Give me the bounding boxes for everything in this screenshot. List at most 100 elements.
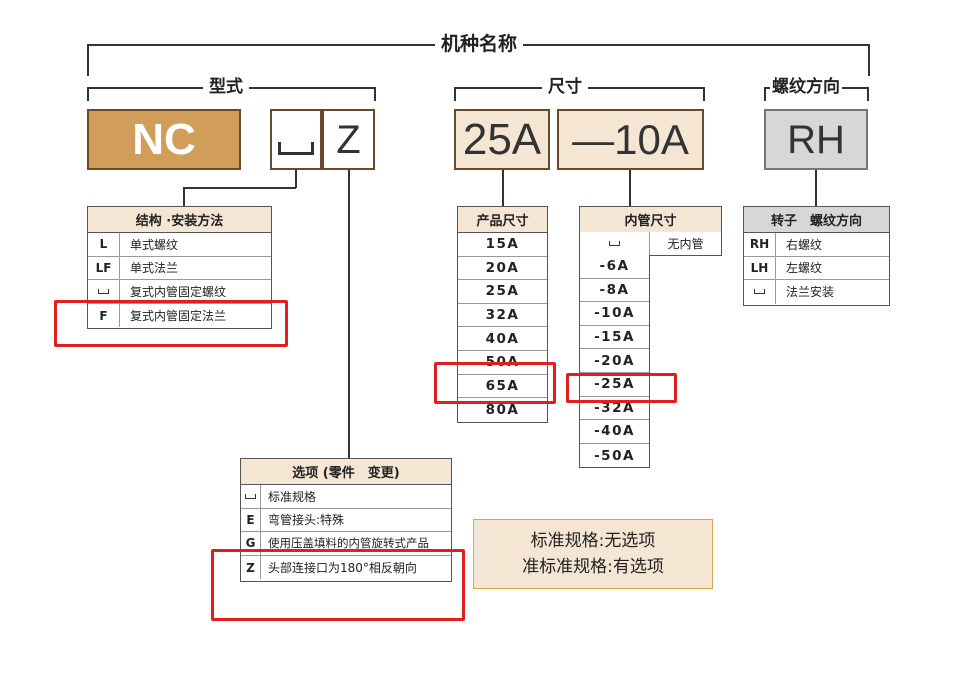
inner-pipe-values: -6A -8A -10A -15A -20A -25A -32A -40A -5… bbox=[579, 255, 650, 469]
options-table: 选项 (零件 变更) 标准规格 E 弯管接头:特殊 G 使用压盖填料的内管旋转式… bbox=[240, 458, 452, 582]
list-item: 32A bbox=[458, 304, 547, 328]
table-row: 复式内管固定螺纹 bbox=[88, 280, 271, 304]
row-code: L bbox=[88, 233, 120, 256]
list-item: -32A bbox=[580, 397, 649, 421]
row-desc: 单式螺纹 bbox=[130, 237, 179, 252]
connector-z-options bbox=[348, 170, 350, 459]
blank-space-icon bbox=[98, 288, 109, 294]
row-desc: 左螺纹 bbox=[786, 261, 823, 276]
list-item: -10A bbox=[580, 302, 649, 326]
list-item: -6A bbox=[580, 255, 649, 279]
rotor-thread-table: 转子 螺纹方向 RH 右螺纹 LH 左螺纹 法兰安装 bbox=[743, 206, 890, 306]
row-desc: 单式法兰 bbox=[130, 261, 179, 276]
list-item: 15A bbox=[458, 233, 547, 257]
blank-space-icon bbox=[754, 289, 765, 295]
row-code: E bbox=[241, 508, 261, 532]
rotor-thread-header: 转子 螺纹方向 bbox=[744, 207, 889, 233]
row-code: RH bbox=[744, 233, 776, 256]
table-row: F 复式内管固定法兰 bbox=[88, 303, 271, 328]
list-item: -20A bbox=[580, 349, 649, 373]
list-item: -8A bbox=[580, 279, 649, 303]
type-bracket-left-tick bbox=[87, 87, 89, 101]
row-desc: 头部连接口为180°相反朝向 bbox=[268, 561, 417, 576]
type-group-title: 型式 bbox=[203, 77, 249, 97]
highlight-inner-25a bbox=[566, 373, 677, 403]
row-desc: 复式内管固定法兰 bbox=[130, 309, 227, 324]
inner-pipe-header: 内管尺寸 bbox=[579, 206, 722, 233]
row-code: Z bbox=[241, 555, 261, 580]
list-item: 65A bbox=[458, 375, 547, 399]
table-row: 标准规格 bbox=[241, 485, 451, 509]
row-desc: 无内管 bbox=[667, 237, 704, 251]
code-box-rh: RH bbox=[764, 109, 868, 170]
code-z-text: Z bbox=[336, 117, 361, 162]
code-box-nc: NC bbox=[87, 109, 241, 170]
size-group-title: 尺寸 bbox=[542, 77, 588, 97]
row-code: G bbox=[241, 532, 261, 555]
highlight-option-z bbox=[211, 549, 465, 621]
connector-10a-inner bbox=[629, 170, 631, 207]
product-size-table: 产品尺寸 15A 20A 25A 32A 40A 50A 65A 80A bbox=[457, 206, 548, 423]
row-desc: 弯管接头:特殊 bbox=[268, 513, 345, 528]
table-row: L 单式螺纹 bbox=[88, 233, 271, 257]
list-item: -15A bbox=[580, 326, 649, 350]
blank-space-icon bbox=[245, 493, 256, 499]
row-code bbox=[88, 280, 120, 303]
connector-rh-rotor bbox=[815, 170, 817, 207]
model-name-title: 机种名称 bbox=[435, 34, 524, 54]
table-row: Z 头部连接口为180°相反朝向 bbox=[241, 555, 451, 580]
row-code: F bbox=[88, 303, 120, 328]
connector-blank-structure-v2 bbox=[183, 187, 185, 207]
row-code bbox=[580, 232, 650, 255]
inner-pipe-table: 内管尺寸 无内管 -6A -8A -10A -15A -20A -25A -32… bbox=[579, 206, 722, 471]
note-line-standard: 标准规格:无选项 bbox=[530, 531, 656, 551]
row-desc: 复式内管固定螺纹 bbox=[130, 284, 227, 299]
top-bracket-left-tick bbox=[87, 44, 89, 76]
size-bracket-left-tick bbox=[454, 87, 456, 101]
list-item: 25A bbox=[458, 280, 547, 304]
table-row: G 使用压盖填料的内管旋转式产品 bbox=[241, 532, 451, 556]
row-code bbox=[241, 485, 261, 508]
row-desc: 使用压盖填料的内管旋转式产品 bbox=[268, 536, 429, 551]
highlight-structure-f bbox=[54, 300, 288, 347]
thread-bracket-right-tick bbox=[867, 87, 869, 101]
row-code: LH bbox=[744, 256, 776, 280]
list-item: -40A bbox=[580, 420, 649, 444]
blank-space-icon bbox=[278, 142, 314, 155]
row-desc: 法兰安装 bbox=[786, 285, 835, 300]
code-rh-text: RH bbox=[787, 117, 845, 162]
code-box-10a: —10A bbox=[557, 109, 704, 170]
options-header: 选项 (零件 变更) bbox=[241, 459, 451, 485]
code-box-z: Z bbox=[322, 109, 375, 170]
code-box-blank bbox=[270, 109, 322, 170]
product-size-header: 产品尺寸 bbox=[458, 207, 547, 233]
top-bracket-right-tick bbox=[868, 44, 870, 76]
list-item: -50A bbox=[594, 447, 635, 464]
connector-blank-structure-h bbox=[183, 187, 296, 189]
spec-note-box: 标准规格:无选项 准标准规格:有选项 bbox=[473, 519, 713, 589]
row-code bbox=[744, 280, 776, 304]
size-bracket-right-tick bbox=[703, 87, 705, 101]
code-25a-text: 25A bbox=[462, 114, 542, 164]
blank-space-icon bbox=[609, 241, 620, 246]
list-item: 20A bbox=[458, 257, 547, 281]
connector-25a-product bbox=[502, 170, 504, 207]
list-item: -25A bbox=[580, 373, 649, 397]
table-row: 法兰安装 bbox=[744, 280, 889, 304]
row-desc: 标准规格 bbox=[268, 489, 317, 504]
table-row: E 弯管接头:特殊 bbox=[241, 508, 451, 533]
code-box-25a: 25A bbox=[454, 109, 550, 170]
structure-table-header: 结构 ·安装方法 bbox=[88, 207, 271, 233]
table-row: LF 单式法兰 bbox=[88, 256, 271, 281]
row-desc: 右螺纹 bbox=[786, 237, 823, 252]
connector-blank-structure-v1 bbox=[295, 170, 297, 188]
code-nc-text: NC bbox=[132, 114, 196, 164]
thread-bracket-left-tick bbox=[764, 87, 766, 101]
inner-pipe-none-row: 无内管 bbox=[579, 232, 722, 256]
list-item: 80A bbox=[485, 401, 520, 418]
row-code: LF bbox=[88, 256, 120, 280]
thread-group-title: 螺纹方向 bbox=[770, 77, 842, 97]
structure-table: 结构 ·安装方法 L 单式螺纹 LF 单式法兰 复式内管固定螺纹 F 复式内管固… bbox=[87, 206, 272, 329]
type-bracket-right-tick bbox=[374, 87, 376, 101]
table-row: RH 右螺纹 bbox=[744, 233, 889, 257]
